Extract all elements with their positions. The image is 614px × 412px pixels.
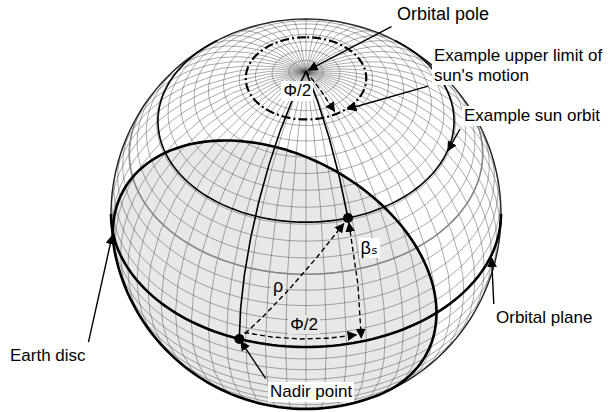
upper-limit-label: Example upper limit of sun's motion xyxy=(432,46,606,85)
nadir-label: Nadir point xyxy=(268,382,354,402)
earth-disc-outline xyxy=(113,141,437,409)
nadir-dot xyxy=(234,334,244,344)
leader-arrow xyxy=(492,258,494,304)
sun-dot xyxy=(343,213,353,223)
earth-disc-fill xyxy=(113,141,437,409)
pole-label: Orbital pole xyxy=(395,4,491,25)
nadir-meridian xyxy=(239,71,306,339)
sun-orbit-line xyxy=(158,40,454,222)
leader-arrow xyxy=(241,341,266,378)
grey-latitude xyxy=(129,101,482,274)
earth-disc-label: Earth disc xyxy=(8,346,88,366)
angle-label: Φ/2 xyxy=(281,81,313,101)
leader-arrow xyxy=(348,86,429,109)
angle-label: ρ xyxy=(271,276,285,297)
angle-label: βₛ xyxy=(359,238,380,259)
angle-label: Φ/2 xyxy=(288,315,320,335)
rho-arc xyxy=(239,224,343,339)
leader-arrow xyxy=(448,129,460,151)
sun-orbit-label: Example sun orbit xyxy=(462,106,602,126)
orbital-plane-line xyxy=(111,214,501,347)
leader-arrow xyxy=(88,235,112,342)
leader-arrow xyxy=(309,27,392,70)
orbital-plane-label: Orbital plane xyxy=(494,308,594,328)
